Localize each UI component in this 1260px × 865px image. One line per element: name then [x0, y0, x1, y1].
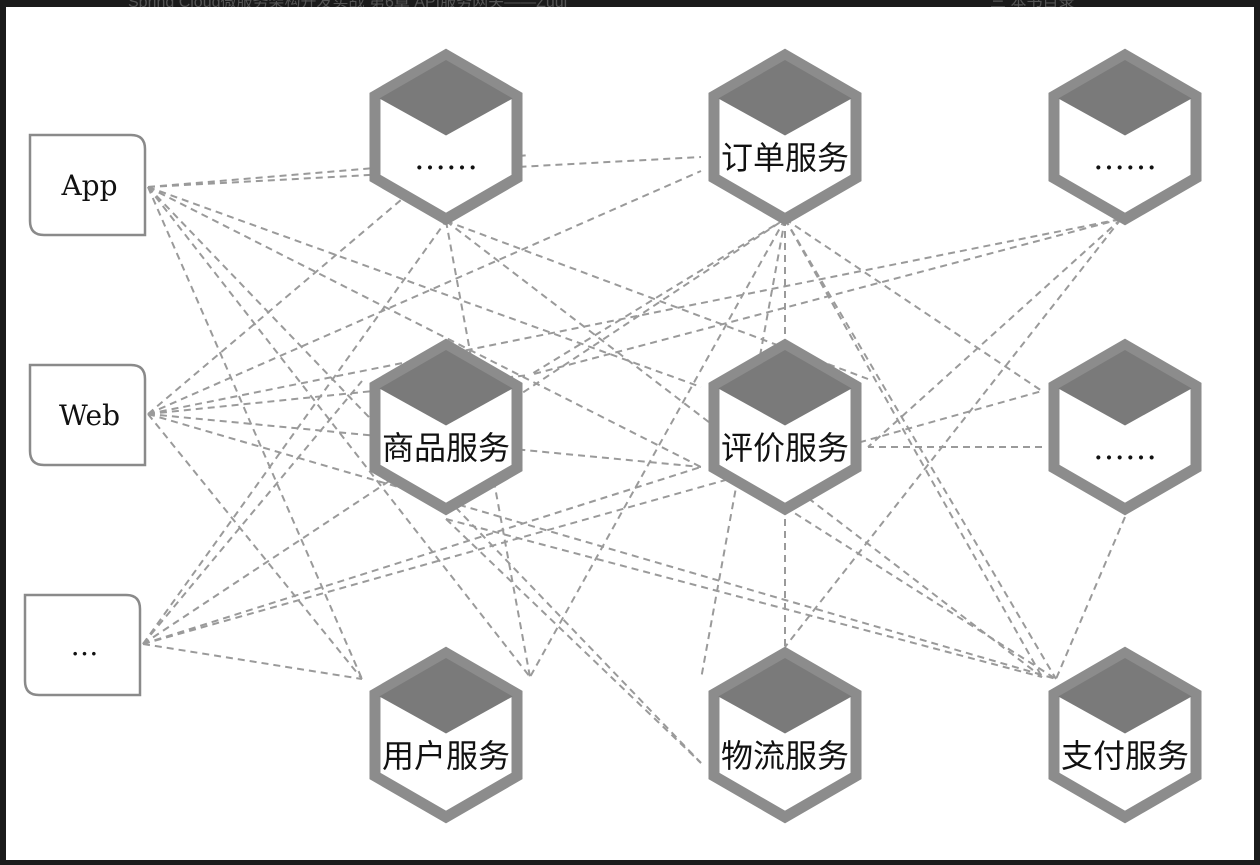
service-node-s21: 物流服务	[708, 646, 862, 824]
client-box	[28, 363, 147, 467]
connection-line	[147, 186, 531, 678]
cube-top-face	[379, 60, 513, 136]
connection-line	[147, 186, 702, 388]
connection-line	[147, 413, 363, 680]
connection-line	[784, 218, 1043, 392]
connection-line	[784, 218, 1122, 648]
connection-line	[147, 186, 363, 680]
service-label: 评价服务	[721, 429, 849, 467]
cube-top-face	[1058, 658, 1192, 734]
connection-line	[142, 390, 1043, 645]
service-node-s00: ……	[369, 48, 523, 226]
service-label: ……	[414, 139, 478, 177]
connection-line	[529, 218, 786, 376]
connection-line	[784, 218, 1043, 678]
connection-line	[529, 218, 1122, 376]
cube-top-face	[379, 658, 513, 734]
connection-line	[142, 643, 363, 680]
service-label: ……	[1093, 429, 1157, 467]
connection-line	[445, 518, 702, 764]
service-nodes: …… 订单服务 …… 商品服务 评价服务 …… 用户服务 物流服务 支付服务	[369, 48, 1202, 824]
client-box	[23, 593, 142, 697]
client-label: Web	[59, 399, 120, 432]
client-node-web: Web	[28, 363, 147, 467]
connection-line	[147, 218, 1122, 415]
service-label: 订单服务	[721, 139, 849, 177]
cube-top-face	[1058, 350, 1192, 426]
service-node-s10: 商品服务	[369, 338, 523, 516]
window-titlebar: Spring Cloud微服务架构开发实战 第6章 API服务网关——Zuul …	[0, 0, 1260, 8]
client-node-more: …	[23, 593, 142, 697]
toc-link[interactable]: 三 本书目录	[990, 0, 1074, 8]
cube-top-face	[379, 350, 513, 426]
connection-line	[147, 186, 702, 468]
connection-line	[147, 154, 531, 188]
service-label: 用户服务	[382, 737, 510, 775]
cube-top-face	[1058, 60, 1192, 136]
connection-line	[529, 218, 786, 678]
cube-top-face	[718, 60, 852, 136]
connection-line	[142, 380, 363, 645]
cube-top-face	[718, 658, 852, 734]
connection-line	[142, 466, 702, 645]
connection-line	[147, 374, 531, 415]
connection-line	[867, 218, 1122, 448]
service-label: 支付服务	[1061, 737, 1189, 775]
connection-lines	[142, 154, 1126, 764]
client-nodes: AppWeb …	[23, 133, 147, 697]
connection-line	[445, 518, 1043, 678]
connection-line	[147, 193, 409, 415]
service-node-s01: 订单服务	[708, 48, 862, 226]
service-node-s12: ……	[1048, 338, 1202, 516]
service-label: 物流服务	[721, 737, 849, 775]
window-title: Spring Cloud微服务架构开发实战 第6章 API服务网关——Zuul	[128, 0, 567, 8]
service-label: ……	[1093, 139, 1157, 177]
service-label: 商品服务	[382, 429, 510, 467]
connection-line	[1055, 516, 1126, 680]
service-node-s22: 支付服务	[1048, 646, 1202, 824]
client-node-app: App	[28, 133, 147, 237]
client-label: App	[60, 169, 117, 202]
client-box	[28, 133, 147, 237]
service-node-s20: 用户服务	[369, 646, 523, 824]
service-node-s11: 评价服务	[708, 338, 862, 516]
connection-line	[784, 506, 1057, 680]
cube-top-face	[718, 350, 852, 426]
service-node-s02: ……	[1048, 48, 1202, 226]
connection-line	[147, 170, 702, 415]
connection-line	[142, 220, 447, 645]
client-label: …	[71, 629, 99, 662]
